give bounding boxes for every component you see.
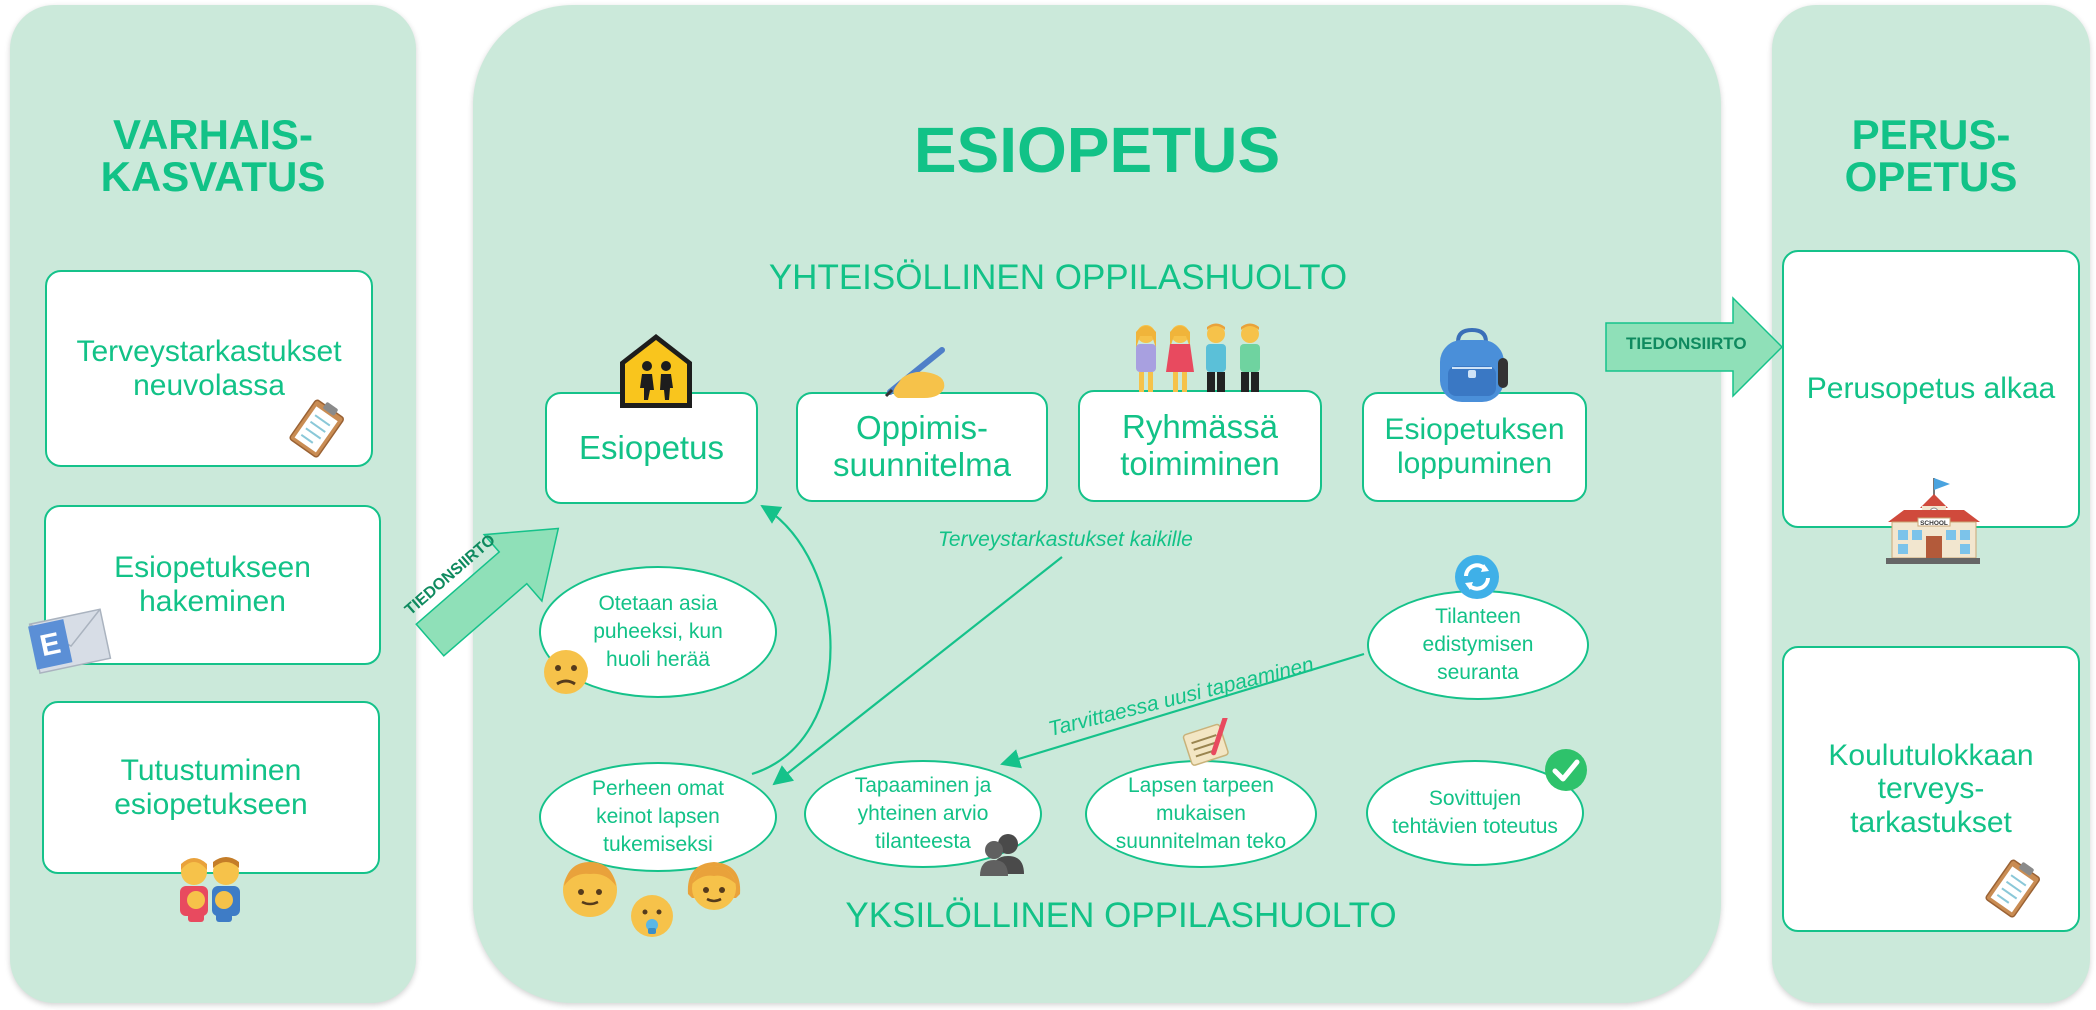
heading-line-1: VARHAIS- bbox=[113, 111, 313, 158]
oval-label: Tilanteen edistymisen seuranta bbox=[1422, 605, 1534, 684]
box-label: Esiopetukseen hakeminen bbox=[114, 551, 311, 618]
worried-face-icon bbox=[544, 650, 588, 694]
group-activity-box: Ryhmässä toimiminen bbox=[1078, 390, 1322, 502]
curved-arrow-to-esiopetus bbox=[751, 504, 832, 776]
envelope-icon: E bbox=[28, 608, 112, 675]
people-silhouette-icon bbox=[980, 834, 1024, 876]
oval-label: Otetaan asia puheeksi, kun huoli herää bbox=[593, 592, 723, 671]
left-transfer-arrow bbox=[415, 527, 560, 657]
box-label: Terveystarkastukset neuvolassa bbox=[76, 334, 342, 402]
learning-plan-box: Oppimis- suunnitelma bbox=[796, 392, 1048, 502]
community-care-heading: YHTEISÖLLINEN OPPILASHUOLTO bbox=[768, 258, 1348, 297]
school-entrant-health-checks-box: Koulutulokkaan terveys- tarkastukset bbox=[1782, 646, 2080, 932]
clipboard-icon bbox=[289, 399, 344, 458]
oval-label: Tapaaminen ja yhteinen arvio tilanteesta bbox=[854, 774, 992, 853]
basic-education-starts-box: Perusopetus alkaa bbox=[1782, 250, 2080, 528]
refresh-icon bbox=[1455, 555, 1499, 599]
joint-meeting-oval: Tapaaminen ja yhteinen arvio tilanteesta bbox=[804, 760, 1042, 868]
people-group-icon bbox=[1136, 323, 1260, 392]
writing-hand-icon bbox=[884, 347, 945, 398]
basic-education-heading: PERUS- OPETUS bbox=[1772, 114, 2090, 198]
school-crossing-icon bbox=[620, 334, 692, 408]
box-label: Esiopetuksen loppuminen bbox=[1384, 413, 1565, 480]
box-label: Perusopetus alkaa bbox=[1806, 372, 2056, 406]
health-check-arrow bbox=[772, 556, 1063, 786]
heading-line-2: OPETUS bbox=[1844, 153, 2018, 200]
progress-followup-oval: Tilanteen edistymisen seuranta bbox=[1367, 590, 1589, 700]
heading-line-2: KASVATUS bbox=[100, 153, 326, 200]
box-label: Koulutulokkaan terveys- tarkastukset bbox=[1828, 738, 2034, 839]
early-education-heading: VARHAIS- KASVATUS bbox=[10, 114, 416, 198]
preschool-introduction-box: Tutustuminen esiopetukseen bbox=[42, 701, 380, 874]
oval-label: Sovittujen tehtävien toteutus bbox=[1392, 787, 1558, 838]
backpack-icon bbox=[1440, 328, 1508, 402]
school-sign-text: SCHOOL bbox=[1920, 520, 1948, 527]
box-label: Esiopetus bbox=[579, 428, 724, 466]
school-building-icon: SCHOOL bbox=[1886, 478, 1980, 564]
plan-making-oval: Lapsen tarpeen mukaisen suunnitelman tek… bbox=[1085, 760, 1317, 868]
oval-label: Perheen omat keinot lapsen tukemiseksi bbox=[592, 777, 724, 856]
check-mark-icon bbox=[1545, 749, 1587, 791]
family-icon bbox=[180, 857, 240, 922]
boy-face-icon bbox=[563, 862, 617, 917]
family-support-oval: Perheen omat keinot lapsen tukemiseksi bbox=[539, 762, 777, 872]
right-transfer-arrow bbox=[1605, 296, 1784, 398]
memo-icon bbox=[1182, 718, 1229, 766]
box-label: Oppimis- suunnitelma bbox=[833, 409, 1011, 483]
individual-care-heading: YKSILÖLLINEN OPPILASHUOLTO bbox=[845, 896, 1397, 935]
new-meeting-arrow bbox=[1000, 652, 1365, 769]
preschool-box: Esiopetus bbox=[545, 392, 758, 504]
box-label: Ryhmässä toimiminen bbox=[1120, 408, 1280, 482]
preschool-title: ESIOPETUS bbox=[913, 114, 1281, 186]
right-transfer-label: TIEDONSIIRTO bbox=[1626, 334, 1747, 353]
baby-face-icon bbox=[631, 895, 673, 937]
oval-label: Lapsen tarpeen mukaisen suunnitelman tek… bbox=[1115, 774, 1287, 853]
clipboard-icon bbox=[1985, 859, 2040, 918]
health-checks-all-label: Terveystarkastukset kaikille bbox=[938, 528, 1193, 551]
heading-line-1: PERUS- bbox=[1851, 111, 2011, 158]
preschool-ending-box: Esiopetuksen loppuminen bbox=[1362, 392, 1587, 502]
box-label: Tutustuminen esiopetukseen bbox=[114, 753, 308, 821]
girl-face-icon bbox=[687, 862, 741, 910]
